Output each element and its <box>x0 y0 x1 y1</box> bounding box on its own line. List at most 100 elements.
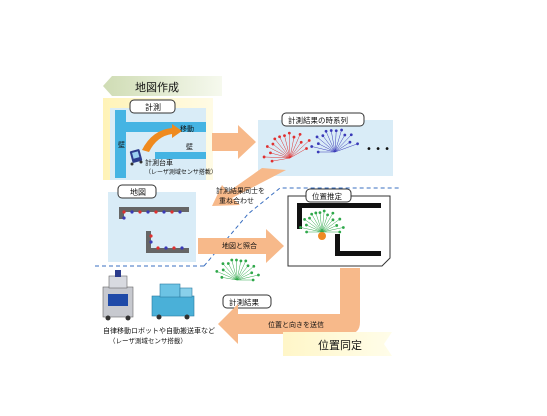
estimate-scan-point <box>335 224 339 227</box>
result-title: 計測結果 <box>229 297 259 307</box>
result-scan-ray <box>236 259 238 281</box>
measurement-title-tag <box>129 99 176 114</box>
time-series-panel <box>258 120 393 176</box>
blue-scan-ray <box>330 130 336 153</box>
estimate-scan-ray <box>309 217 323 233</box>
blue-scan-point <box>321 134 325 138</box>
estimate-scan-ray <box>321 214 328 233</box>
map-walls <box>119 207 189 253</box>
cart-label-line1: 計測台車 <box>145 158 173 167</box>
estimate-scan-ray <box>321 219 334 233</box>
map-creation-label: 地図作成 <box>135 81 179 94</box>
time-series-title: 計測結果の時系列 <box>288 115 348 125</box>
time-series-title-tag <box>281 112 365 127</box>
red-scan-point <box>265 145 269 148</box>
map-dot <box>178 210 182 214</box>
result-scan-point <box>252 264 256 268</box>
movement-arrow <box>142 124 182 152</box>
red-scan-point <box>283 134 286 138</box>
match-map-label: 地図と照合 <box>222 241 257 250</box>
red-scan-ray <box>289 137 295 159</box>
map-dot <box>170 210 174 214</box>
result-scan-ray <box>223 269 238 281</box>
position-estimate-walls <box>297 203 381 256</box>
blue-scan-point <box>316 150 320 154</box>
map-dot <box>156 246 160 250</box>
result-scan <box>215 258 260 282</box>
wall-top <box>126 122 206 132</box>
result-scan-ray <box>236 265 249 281</box>
arrow-to-time-series <box>212 125 256 159</box>
result-scan-ray <box>236 266 255 281</box>
blue-scan-ray <box>334 141 351 153</box>
blue-scan-ray <box>318 143 336 153</box>
red-scan-point <box>287 131 291 135</box>
estimate-scan-ray <box>315 212 323 233</box>
wall-right-label: 壁 <box>186 142 193 151</box>
red-scan-ray <box>279 136 291 159</box>
blue-scan-ray <box>334 129 342 153</box>
result-scan-point <box>257 273 260 277</box>
red-scan-ray <box>272 157 291 162</box>
estimate-scan-point <box>308 216 311 220</box>
result-scan-ray <box>236 260 242 281</box>
position-estimate-title-tag <box>305 188 352 203</box>
blue-scan-point <box>343 133 347 137</box>
estimate-scan-ray <box>321 218 340 233</box>
result-scan-point <box>226 262 230 265</box>
red-scan-ray <box>289 142 302 159</box>
red-scan-point <box>273 137 277 141</box>
result-scan-ray <box>228 263 238 281</box>
localization-banner <box>283 332 392 356</box>
map-dot <box>149 234 153 238</box>
red-scan-point <box>269 151 272 155</box>
blue-scan-ray <box>316 136 336 153</box>
estimate-scan-point <box>314 211 318 215</box>
red-scan-point <box>270 159 274 163</box>
estimate-scan-point <box>318 211 322 215</box>
estimate-scan-ray <box>321 211 325 233</box>
map-creation-banner <box>103 76 222 96</box>
map-title: 地図 <box>130 187 146 197</box>
blue-scan-ray <box>325 131 336 153</box>
movement-label: 移動 <box>180 124 194 133</box>
result-scan-ray <box>236 274 259 281</box>
result-scan-point <box>235 258 238 262</box>
result-scan-point <box>250 271 254 275</box>
estimate-scan-ray <box>304 219 323 233</box>
arrow-to-map <box>212 168 286 206</box>
result-scan-ray <box>221 277 238 281</box>
estimate-scan-point <box>338 230 342 234</box>
estimate-scan-ray <box>306 224 323 233</box>
red-scan-ray <box>289 148 307 159</box>
result-scan-ray <box>236 272 252 281</box>
estimate-scan-point <box>310 212 314 216</box>
estimate-scan-ray <box>311 213 323 233</box>
map-dot <box>122 216 126 220</box>
red-scan-point <box>299 140 303 144</box>
estimate-scan-point <box>331 218 335 222</box>
estimate-scan-point <box>303 217 306 221</box>
red-scan-point <box>278 135 281 139</box>
blue-scan-point <box>356 142 359 146</box>
result-scan-point <box>251 278 255 282</box>
blue-scan-ray <box>334 134 346 153</box>
blue-scan-ray <box>334 134 352 153</box>
estimate-scan-point <box>338 217 342 221</box>
localization-label: 位置同定 <box>318 338 362 352</box>
map-dot <box>138 210 142 214</box>
result-scan-point <box>230 258 234 262</box>
estimate-scan-point <box>341 226 345 229</box>
red-scan-ray <box>264 156 291 159</box>
map-dot <box>146 210 150 214</box>
red-scan-point <box>271 142 275 146</box>
arrow-match-map <box>198 229 284 263</box>
result-scan-ray <box>236 260 247 281</box>
map-title-tag <box>117 184 157 199</box>
wall-vertical <box>115 110 126 178</box>
result-scan-ray <box>222 263 238 281</box>
blue-scan-point <box>329 129 333 132</box>
cart-label-line2: （レーザ測域センサ搭載） <box>145 168 217 176</box>
blue-scan-ray <box>322 135 336 153</box>
blue-scan-point <box>315 135 319 139</box>
